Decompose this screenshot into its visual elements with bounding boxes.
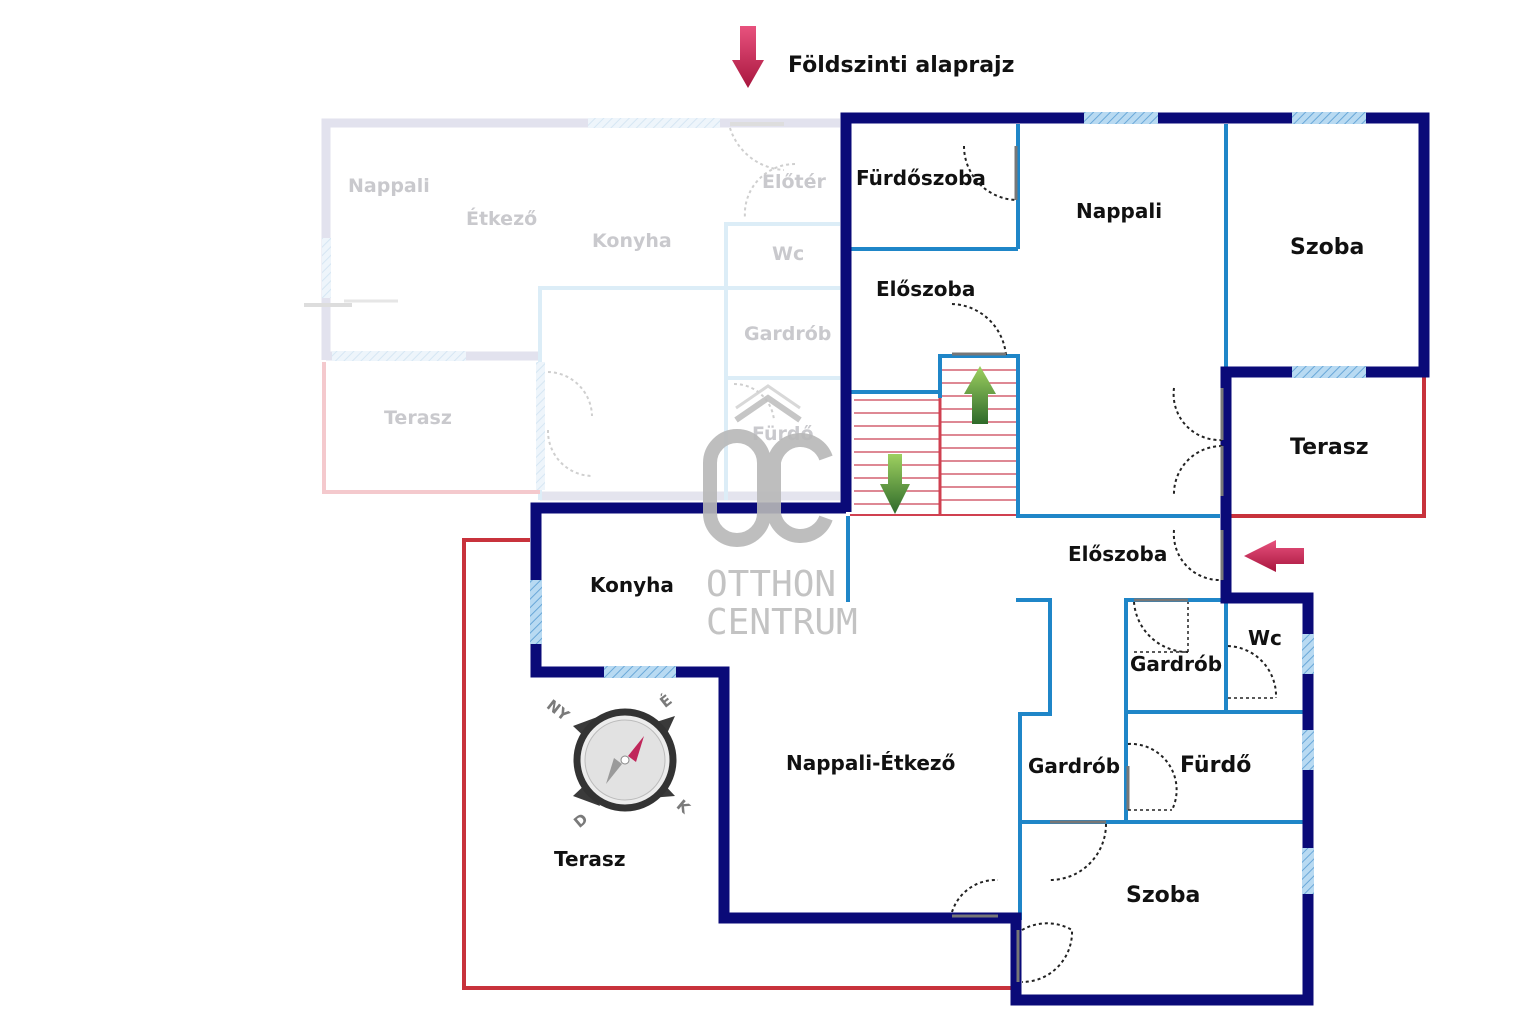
compass-east: K	[673, 796, 695, 818]
compass-north: É	[656, 690, 676, 711]
ghost-room-etkezo: Étkező	[466, 207, 537, 230]
ghost-room-terasz: Terasz	[384, 407, 452, 429]
ghost-room-gardrob: Gardrób	[744, 323, 831, 345]
ghost-room-eloter: Előtér	[762, 171, 827, 193]
plan-title: Földszinti alaprajz	[788, 53, 1014, 78]
room-wc: Wc	[1248, 626, 1282, 650]
room-gardrob-small: Gardrób	[1130, 652, 1222, 676]
room-terasz-left: Terasz	[554, 847, 625, 871]
logo-line1: OTTHON	[706, 564, 836, 605]
compass-icon: NY É K D	[543, 690, 694, 831]
otthon-centrum-logo: OTTHON CENTRUM	[703, 384, 858, 643]
room-gardrob: Gardrób	[1028, 754, 1120, 778]
room-furdoszoba: Fürdőszoba	[856, 166, 986, 190]
ghost-room-wc: Wc	[772, 243, 804, 265]
windows	[530, 112, 1366, 894]
room-szoba-bottom: Szoba	[1126, 883, 1200, 908]
room-konyha: Konyha	[590, 573, 674, 597]
room-nappali: Nappali	[1076, 199, 1162, 223]
room-eloszoba-mid: Előszoba	[1068, 542, 1167, 566]
compass-south: D	[570, 810, 591, 832]
room-nappali-etkezo: Nappali-Étkező	[786, 751, 955, 775]
doors	[951, 145, 1278, 983]
outer-walls	[530, 112, 1430, 1006]
room-terasz-right: Terasz	[1290, 435, 1369, 460]
inner-walls	[846, 124, 1304, 920]
room-szoba-top: Szoba	[1290, 235, 1364, 260]
upper-floor-ghost: Nappali Étkező Konyha Előtér Wc Gardrób …	[304, 118, 840, 501]
ghost-room-nappali: Nappali	[348, 175, 430, 197]
room-labels: Fürdőszoba Nappali Szoba Előszoba Terasz…	[554, 166, 1369, 908]
room-eloszoba-top: Előszoba	[876, 277, 975, 301]
compass-west: NY	[543, 696, 573, 725]
stairs-down-arrow-icon	[880, 454, 910, 514]
entry-arrow-icon	[1244, 540, 1304, 572]
room-furdo: Fürdő	[1180, 753, 1251, 778]
terrace-borders	[462, 376, 1426, 990]
title-arrow-icon	[732, 26, 764, 88]
stairs-up-arrow-icon	[964, 366, 996, 424]
ghost-room-konyha: Konyha	[592, 230, 672, 252]
logo-line2: CENTRUM	[706, 602, 858, 643]
